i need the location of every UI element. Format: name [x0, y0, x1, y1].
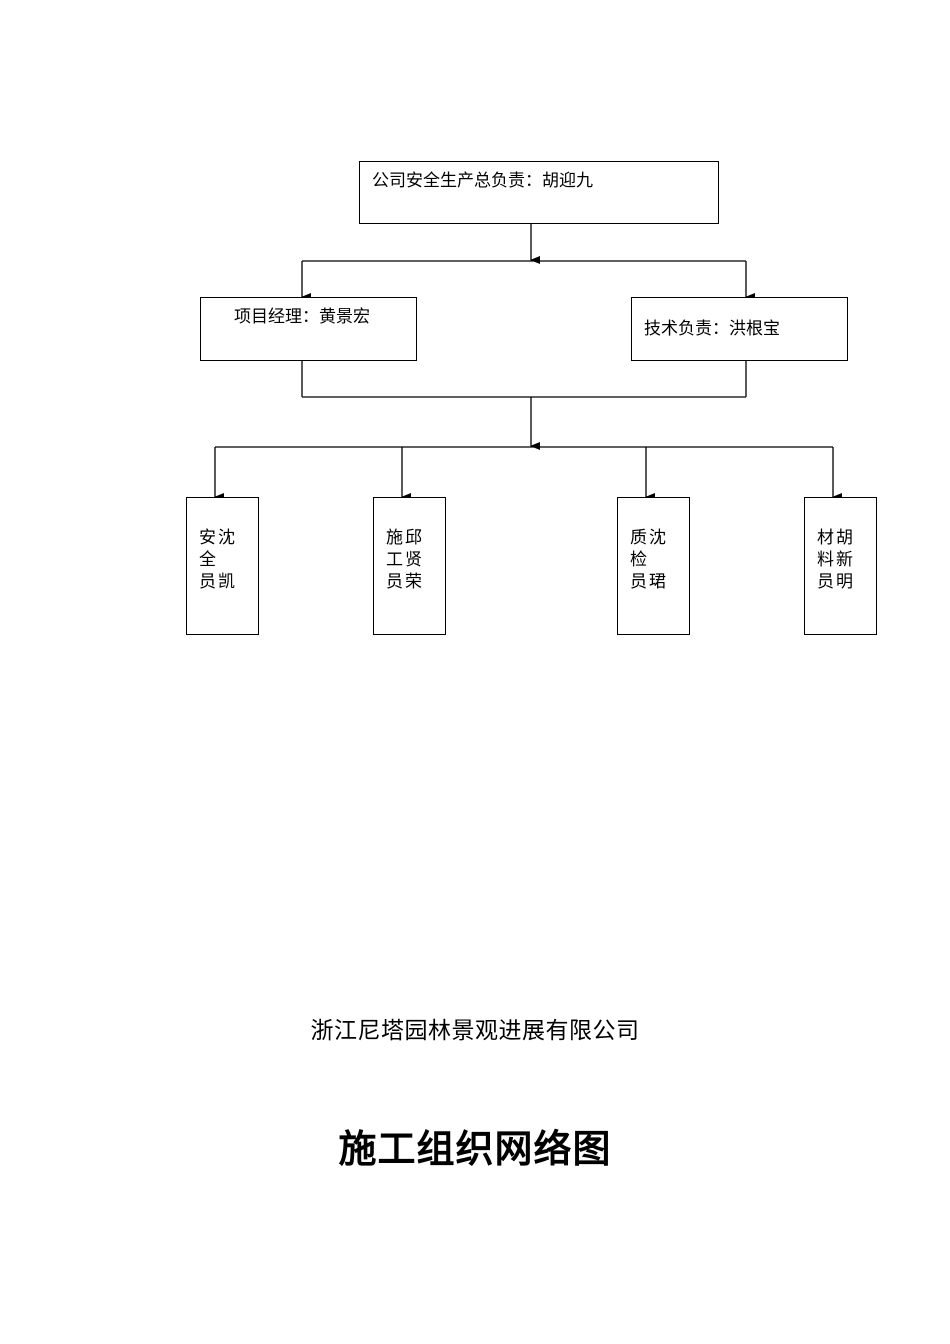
name-char: 胡 — [836, 528, 853, 548]
node-construction-officer: 施 工 员 邱 贤 荣 — [373, 497, 446, 635]
node-material-officer: 材 料 员 胡 新 明 — [804, 497, 877, 635]
name-char: 贤 — [405, 550, 422, 570]
role-char: 员 — [630, 572, 647, 592]
role-char: 工 — [386, 550, 403, 570]
name-char: 凯 — [218, 572, 235, 592]
role-char: 员 — [817, 572, 834, 592]
name-char: 邱 — [405, 528, 422, 548]
person-name-column: 沈 珺 — [649, 527, 668, 593]
node-top-label: 公司安全生产总负责：胡迎九 — [372, 171, 593, 191]
node-pm-label: 项目经理：黄景宏 — [234, 307, 370, 327]
role-char: 全 — [199, 550, 216, 570]
node-safety-officer: 安 全 员 沈 凯 — [186, 497, 259, 635]
role-char: 料 — [817, 550, 834, 570]
name-char — [649, 549, 668, 571]
role-title-column: 施 工 员 — [386, 527, 405, 593]
name-char: 荣 — [405, 572, 422, 592]
node-quality-inspector: 质 检 员 沈 珺 — [617, 497, 690, 635]
name-char: 沈 — [218, 528, 235, 548]
role-char: 施 — [386, 528, 403, 548]
person-name-column: 沈 凯 — [218, 527, 237, 593]
role-char: 质 — [630, 528, 647, 548]
node-project-manager: 项目经理：黄景宏 — [200, 297, 417, 361]
node-technical-lead: 技术负责：洪根宝 — [631, 297, 848, 361]
company-name: 浙江尼塔园林景观进展有限公司 — [310, 1018, 640, 1044]
role-char: 员 — [199, 572, 216, 592]
name-char: 新 — [836, 550, 853, 570]
node-tech-label: 技术负责：洪根宝 — [644, 319, 780, 339]
role-title-column: 安 全 员 — [199, 527, 218, 593]
document-title: 施工组织网络图 — [338, 1126, 612, 1171]
org-chart-connectors — [214, 224, 842, 501]
name-char: 明 — [836, 572, 853, 592]
role-title-column: 质 检 员 — [630, 527, 649, 593]
name-char: 珺 — [649, 572, 666, 592]
node-top-safety-chief: 公司安全生产总负责：胡迎九 — [359, 161, 719, 224]
role-char: 员 — [386, 572, 403, 592]
role-char: 安 — [199, 528, 216, 548]
name-char: 沈 — [649, 528, 666, 548]
person-name-column: 邱 贤 荣 — [405, 527, 424, 593]
role-title-column: 材 料 员 — [817, 527, 836, 593]
role-char: 检 — [630, 550, 647, 570]
role-char: 材 — [817, 528, 834, 548]
name-char — [218, 549, 237, 571]
person-name-column: 胡 新 明 — [836, 527, 855, 593]
